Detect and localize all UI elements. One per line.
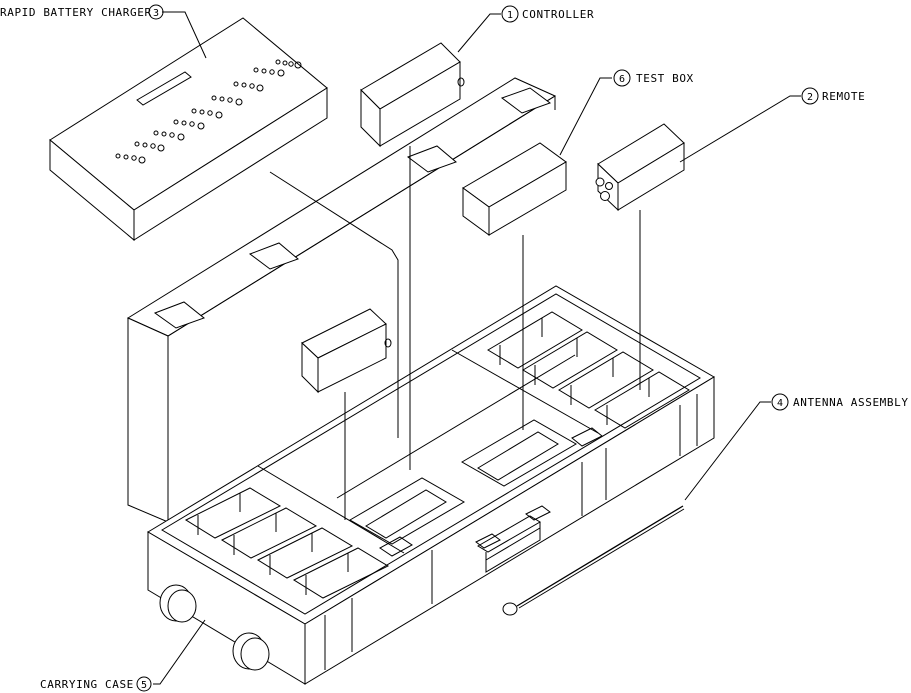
svg-text:CARRYING CASE: CARRYING CASE — [40, 678, 134, 691]
callout-carrying-case: CARRYING CASE 5 — [40, 677, 151, 691]
svg-text:CONTROLLER: CONTROLLER — [522, 8, 594, 21]
svg-text:1: 1 — [507, 10, 513, 21]
svg-text:ANTENNA ASSEMBLY: ANTENNA ASSEMBLY — [793, 396, 909, 409]
callout-remote: 2 REMOTE — [802, 88, 865, 104]
svg-text:TEST BOX: TEST BOX — [636, 72, 694, 85]
svg-text:6: 6 — [619, 74, 625, 85]
battery-module — [302, 309, 391, 392]
carrying-case-base — [148, 286, 714, 684]
callout-test-box: 6 TEST BOX — [614, 70, 694, 86]
rapid-battery-charger — [50, 18, 327, 240]
svg-text:5: 5 — [141, 680, 147, 691]
remote — [596, 124, 684, 210]
svg-text:4: 4 — [777, 398, 783, 409]
test-box — [463, 143, 566, 235]
svg-text:REMOTE: REMOTE — [822, 90, 865, 103]
svg-text:RAPID BATTERY CHARGER: RAPID BATTERY CHARGER — [0, 6, 152, 19]
callout-antenna-assembly: 4 ANTENNA ASSEMBLY — [772, 394, 909, 410]
callout-charger: RAPID BATTERY CHARGER 3 — [0, 5, 163, 19]
svg-text:2: 2 — [807, 92, 813, 103]
callout-controller: 1 CONTROLLER — [502, 6, 594, 22]
svg-text:3: 3 — [153, 8, 159, 19]
